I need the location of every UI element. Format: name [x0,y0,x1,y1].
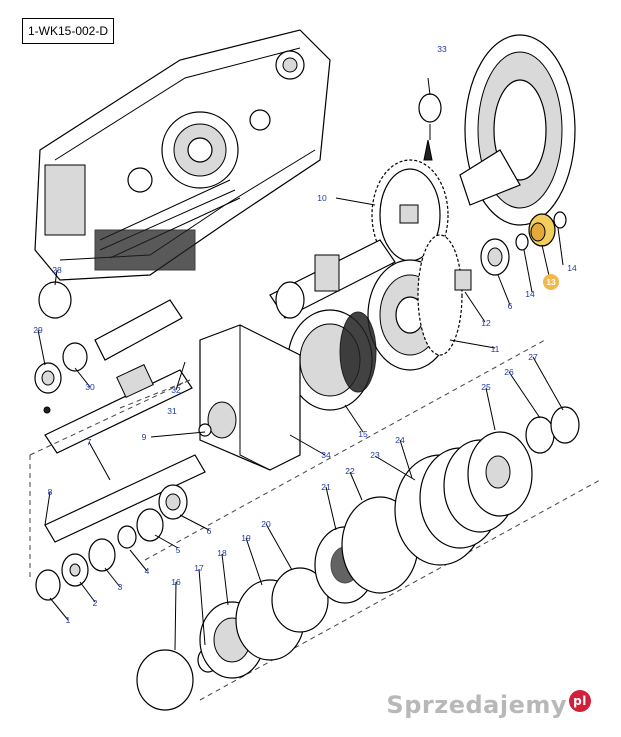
clutch-hub-11-12 [367,234,472,371]
housing-34 [199,324,301,471]
callout-1: 1 [66,615,71,625]
callout-2: 2 [93,598,98,608]
snap-ring-14-b [553,211,567,229]
callout-4: 4 [145,566,150,576]
highlight-badge-13 [543,274,559,290]
callout-24: 24 [395,435,405,445]
callout-30: 30 [85,382,95,392]
callout-27: 27 [528,352,538,362]
callout-26: 26 [504,367,514,377]
callout-11: 11 [491,344,500,354]
clutch-pack-15 [287,309,377,411]
callout-21: 21 [321,482,331,492]
crown-wheel [459,34,576,226]
callout-15: 15 [358,429,368,439]
callout-13: 13 [546,277,556,287]
transmission-housing [34,29,331,281]
shaft-group-left [34,281,193,454]
callout-20: 20 [261,519,271,529]
callout-14-right: 14 [567,263,577,273]
callout-10: 10 [317,193,327,203]
callout-7: 7 [87,437,92,447]
callout-33: 33 [437,44,447,54]
callout-25: 25 [481,382,491,392]
callout-28: 28 [52,265,62,275]
circlip-33 [418,93,442,123]
bush-13-highlighted [528,213,556,247]
direction-arrow [423,139,433,161]
callout-17: 17 [194,563,204,573]
clutch-assembly-lower [136,339,601,711]
callout-16: 16 [171,577,181,587]
watermark-text: Sprzedajemy [386,691,567,719]
callout-18: 18 [217,548,227,558]
snap-ring-14 [515,233,529,251]
callout-31: 31 [167,406,177,416]
callout-14-left: 14 [525,289,535,299]
rings-1-to-5 [35,508,164,601]
callout-29: 29 [33,325,43,335]
drive-shaft [269,239,396,319]
callout-34: 34 [321,450,331,460]
callout-19: 19 [241,533,251,543]
callout-23: 23 [370,450,380,460]
callout-9: 9 [142,432,147,442]
callout-numbers: 1 2 3 4 5 6 7 8 9 10 11 12 13 14 14 15 1… [33,44,577,625]
shaft-7 [44,423,212,543]
watermark-badge: pl [569,690,591,712]
sprocket-gear-10 [371,159,449,271]
callout-5: 5 [176,545,181,555]
diagram-reference-label: 1-WK15-002-D [22,18,114,44]
leader-lines [37,77,564,651]
callout-32: 32 [171,385,181,395]
bearing-6-upper [480,238,510,276]
callout-22: 22 [345,466,355,476]
callout-3: 3 [118,582,123,592]
callout-12: 12 [481,318,491,328]
callout-6-lower: 6 [207,526,212,536]
callout-8: 8 [48,487,53,497]
callout-6-upper: 6 [508,301,513,311]
